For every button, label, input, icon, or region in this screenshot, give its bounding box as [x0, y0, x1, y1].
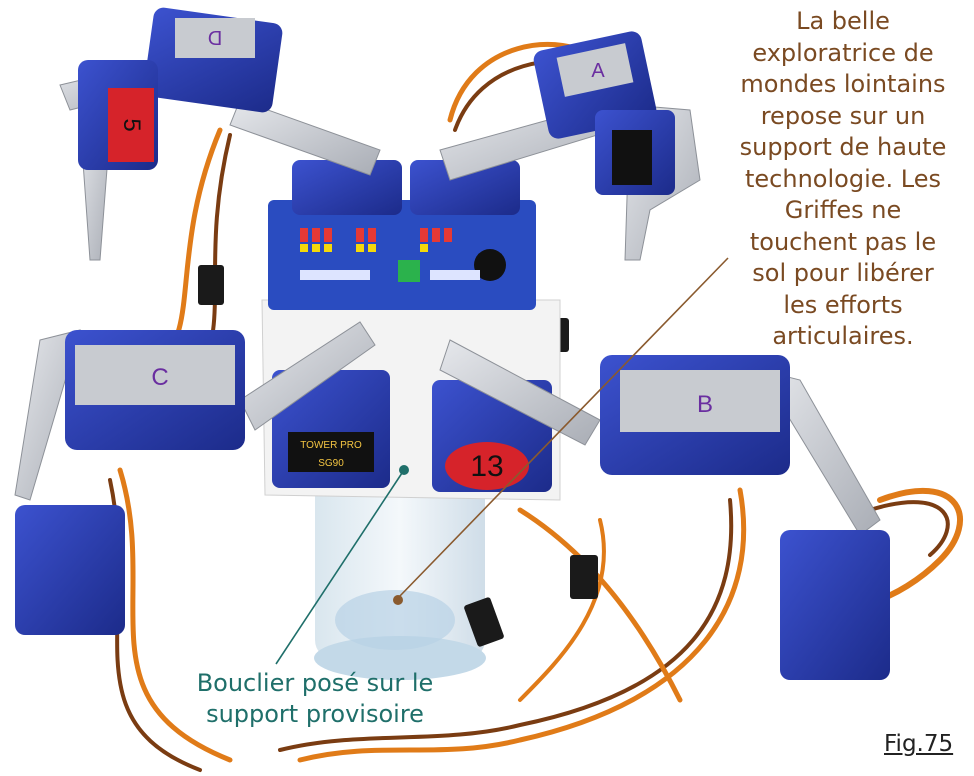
bottom-caption: Bouclier posé sur le support provisoire: [150, 668, 480, 730]
servo-leg-d: D: [143, 7, 283, 113]
right-caption-line: touchent pas le: [749, 227, 937, 256]
support-cup: [314, 470, 486, 680]
servo-leg-c: C: [15, 330, 245, 635]
servo-leg-b: B: [600, 355, 890, 680]
leader-lines: [275, 257, 729, 665]
right-caption-line: Griffes ne: [784, 196, 902, 224]
brand-label: TOWER PRO: [300, 440, 362, 451]
leg-letter-d: D: [208, 26, 222, 48]
leg-letter-c: C: [151, 364, 168, 391]
figure-label: Fig.75: [884, 731, 954, 757]
servo-number-label: 13: [470, 450, 503, 483]
pcb-shield: [268, 200, 536, 310]
right-caption: La belle exploratrice de mondes lointain…: [712, 6, 974, 353]
servo-leg-a: A: [533, 31, 675, 195]
leg-letter-a: A: [591, 60, 605, 82]
right-caption-line: repose sur un: [760, 101, 926, 130]
right-caption-line: les efforts: [783, 290, 903, 319]
right-caption-line: mondes lointains: [740, 70, 946, 98]
right-caption-line: exploratrice de: [752, 38, 934, 67]
servo-back-pair: [292, 160, 520, 215]
right-caption-line: support de haute: [739, 133, 947, 161]
right-caption-line: sol pour libérer: [752, 259, 934, 287]
model-label: SG90: [318, 458, 344, 469]
right-caption-line: La belle: [796, 7, 890, 35]
right-caption-line: technologie. Les: [745, 164, 941, 193]
bottom-caption-line: Bouclier posé sur le: [196, 669, 434, 697]
right-caption-line: articulaires.: [772, 322, 914, 350]
servo-front-left: TOWER PRO SG90: [272, 370, 390, 488]
servo-leg-5: 5: [78, 60, 158, 170]
bottom-caption-line: support provisoire: [206, 700, 424, 728]
leg-letter-b: B: [697, 391, 713, 418]
servo-number-5: 5: [118, 118, 145, 131]
